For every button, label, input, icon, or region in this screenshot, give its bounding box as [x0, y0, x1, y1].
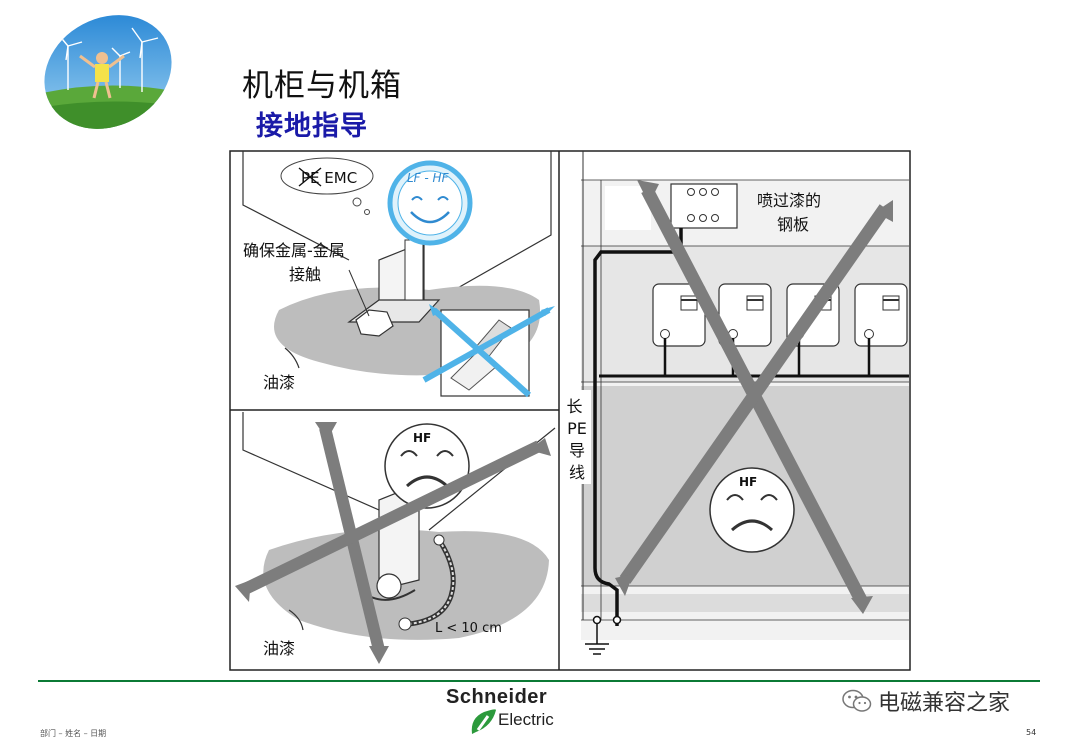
page-number: 54: [1026, 728, 1037, 737]
wechat-text: 电磁兼容之家: [878, 691, 1011, 716]
long-pe-label-part: 导: [569, 441, 585, 460]
paint-patch: [263, 529, 549, 640]
footer-divider: [38, 680, 1040, 682]
long-pe-label-part: 线: [569, 463, 585, 482]
brand-leaf-icon: [471, 709, 496, 734]
device-unit-1: [652, 283, 706, 376]
sad-face-icon: [709, 467, 795, 553]
brand-subname: Electric: [498, 710, 554, 729]
long-pe-label: 长 PE 导线: [566, 397, 587, 482]
contact-label-line2: 接触: [289, 265, 321, 284]
device-unit-4: [854, 283, 908, 376]
wind-turbine-logo: [38, 12, 178, 132]
schneider-electric-logo: Schneider Electric: [446, 686, 576, 738]
badge-text: LF - HF: [407, 171, 450, 185]
badge-text: HF: [739, 475, 757, 489]
badge-text: HF: [413, 431, 431, 445]
grounding-diagram: PE EMC LF - HF 确保金属-金属 接触 油漆: [229, 150, 911, 671]
paint-label: 油漆: [263, 373, 295, 392]
brand-name: Schneider: [446, 686, 548, 708]
wechat-watermark: 电磁兼容之家: [842, 684, 1010, 718]
painted-label-line2: 钢板: [777, 215, 809, 234]
wrong-cross-grey: [235, 422, 551, 664]
bolt-icon: [376, 573, 402, 599]
ground-icon: [585, 615, 622, 655]
panel-right: 喷过漆的 钢板: [561, 151, 909, 655]
length-label: L < 10 cm: [435, 621, 502, 636]
wechat-icon: [842, 689, 872, 712]
footer-meta: 部门 – 姓名 – 日期: [40, 729, 107, 738]
panel-top-left: PE EMC LF - HF 确保金属-金属 接触 油漆: [242, 151, 555, 398]
slide-title: 机柜与机箱: [242, 68, 402, 104]
slide-subtitle: 接地指导: [256, 111, 368, 142]
contact-label-line1: 确保金属-金属: [243, 241, 345, 260]
paint-label: 油漆: [263, 639, 295, 658]
device-row: [652, 283, 908, 376]
bolt-icon: [355, 309, 394, 337]
wrong-cross-blue: [422, 304, 555, 398]
wrong-cross-grey: [615, 180, 893, 614]
long-pe-label-part: PE: [567, 419, 587, 438]
panel-bottom-left: HF L < 10 cm 油漆: [235, 412, 556, 664]
long-pe-label-text: 长: [566, 397, 582, 416]
painted-label-line1: 喷过漆的: [757, 191, 821, 210]
